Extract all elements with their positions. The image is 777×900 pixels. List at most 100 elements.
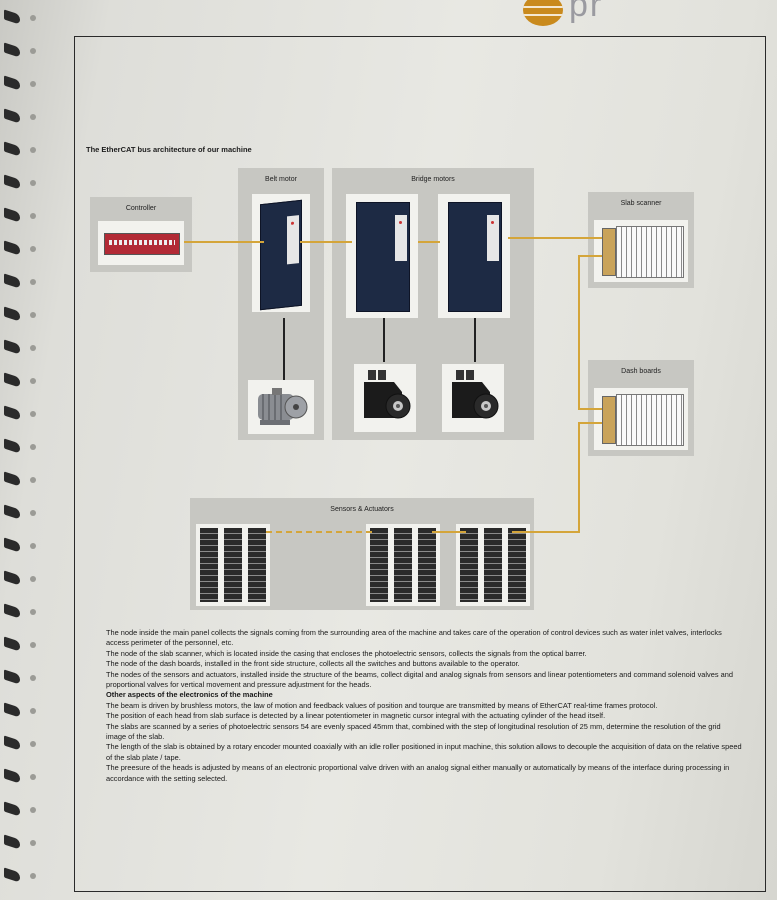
binding-hole [30,609,36,615]
bridge-motors-label: Bridge motors [411,176,455,183]
binding-hole [30,477,36,483]
spiral-coil [4,636,20,652]
spiral-coil [4,669,20,685]
bridge-drive-2-icon [448,202,502,312]
io-module-icon [418,528,436,602]
bus-wire-scanner-down [578,255,580,409]
binding-hole [30,246,36,252]
binding-hole [30,576,36,582]
spiral-coil [4,240,20,256]
bus-wire-scanner-stub [578,255,602,257]
spiral-binding [0,0,42,900]
spiral-coil [4,735,20,751]
paragraph-slab-scanner: The node of the slab scanner, which is l… [106,648,587,658]
io-module-icon [394,528,412,602]
diagram-title: The EtherCAT bus architecture of our mac… [86,145,252,154]
dash-boards-io-icon [616,394,684,446]
controller-device-icon [104,233,180,255]
paragraph-slab-scanning: The slabs are scanned by a series of pho… [106,721,721,742]
spiral-coil [4,768,20,784]
dash-boards-panel: Dash boards [588,360,694,456]
bus-wire-sensors-mid [432,531,466,533]
slab-scanner-panel: Slab scanner [588,192,694,288]
paragraph-slab-length: The length of the slab is obtained by a … [106,742,742,762]
spiral-coil [4,504,20,520]
servo-motor-1-icon [364,370,411,419]
bridge-drive-1-card [346,194,418,318]
logo-text: pr [569,0,604,24]
bus-wire-bridge2-scanner [508,237,602,239]
binding-hole [30,807,36,813]
spiral-coil [4,42,20,58]
spiral-coil [4,339,20,355]
belt-motor-label: Belt motor [265,176,297,183]
binding-hole [30,180,36,186]
binding-hole [30,444,36,450]
spiral-coil [4,801,20,817]
binding-hole [30,543,36,549]
binding-hole [30,312,36,318]
dash-boards-coupler-icon [602,396,616,444]
binding-hole [30,345,36,351]
binding-hole [30,675,36,681]
spiral-coil [4,207,20,223]
spiral-coil [4,405,20,421]
bus-wire-dash-down [578,422,580,532]
belt-motor-panel: Belt motor [238,168,324,440]
ac-motor-icon [258,388,308,425]
paragraph-head-position: The position of each head from slab surf… [106,711,606,721]
belt-motor-card [248,380,314,434]
io-module-icon [370,528,388,602]
binding-hole [30,114,36,120]
dash-boards-label: Dash boards [621,368,661,375]
spiral-coil [4,438,20,454]
binding-hole [30,48,36,54]
bus-wire-dash-stub [578,408,602,410]
company-logo: pr [523,0,777,26]
spiral-coil [4,141,20,157]
bus-wire-bridge1-bridge2 [418,241,440,243]
io-module-icon [508,528,526,602]
spiral-coil [4,174,20,190]
controller-card [98,221,184,265]
binding-hole [30,213,36,219]
spiral-coil [4,306,20,322]
section-heading-other-aspects: Other aspects of the electronics of the … [106,690,273,700]
sensors-actuators-panel: Sensors & Actuators [190,498,534,610]
binding-hole [30,81,36,87]
spiral-coil [4,471,20,487]
bus-wire-sensors-right [512,531,580,533]
belt-drive-card [252,194,310,312]
binding-hole [30,708,36,714]
slab-scanner-coupler-icon [602,228,616,276]
binding-hole [30,378,36,384]
spiral-coil [4,603,20,619]
paragraph-head-pressure: The preesure of the heads is adjusted by… [106,763,730,783]
spiral-coil [4,372,20,388]
io-module-icon [200,528,218,602]
sensor-group-2-card [366,524,440,606]
bridge-drive-1-icon [356,202,410,312]
spiral-coil [4,9,20,25]
binding-hole [30,411,36,417]
io-module-icon [248,528,266,602]
globe-logo-icon [523,0,563,26]
io-module-icon [460,528,478,602]
binding-hole [30,873,36,879]
binding-hole [30,510,36,516]
servo-motor-2-icon [452,370,499,419]
paragraph-beam-drive: The beam is driven by brushless motors, … [106,700,658,710]
binding-hole [30,642,36,648]
sensor-group-1-card [196,524,270,606]
sensor-group-3-card [456,524,530,606]
spiral-coil [4,834,20,850]
bridge-drive-2-card [438,194,510,318]
sensors-actuators-label: Sensors & Actuators [330,506,394,513]
spiral-coil [4,108,20,124]
cable-bridge-motor-2 [474,318,476,362]
dash-boards-card [594,388,688,450]
controller-label: Controller [125,205,157,212]
binding-hole [30,147,36,153]
belt-drive-icon [260,199,302,311]
spiral-coil [4,75,20,91]
